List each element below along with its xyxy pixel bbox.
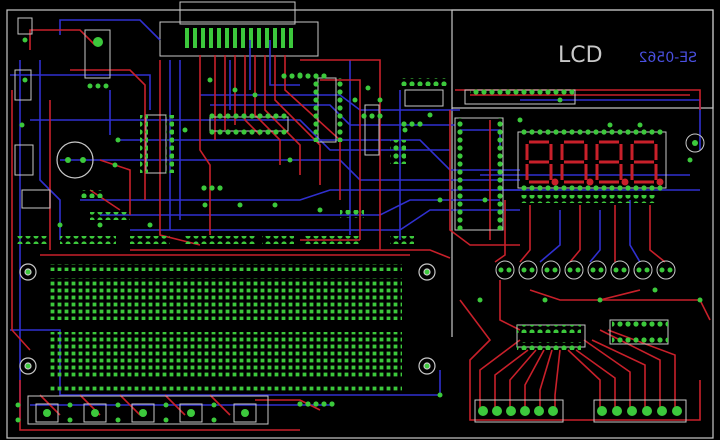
four-digit-seven-segment-display	[525, 140, 664, 186]
transistor-row	[495, 260, 676, 280]
trim-potentiometer	[685, 133, 705, 153]
vias	[19, 37, 703, 398]
tactile-switch-row	[15, 402, 257, 423]
regulator-package	[87, 37, 109, 89]
screw-terminal-blocks	[478, 406, 682, 416]
board-outline	[6, 9, 714, 439]
solderless-breadboard-grid	[50, 264, 402, 392]
mirrored-code-label: SE-0562	[639, 50, 697, 66]
mounting-holes	[19, 263, 436, 375]
pad-rows	[15, 72, 668, 408]
electrolytic-capacitor	[56, 141, 94, 179]
lcd-label: LCD	[558, 43, 603, 68]
